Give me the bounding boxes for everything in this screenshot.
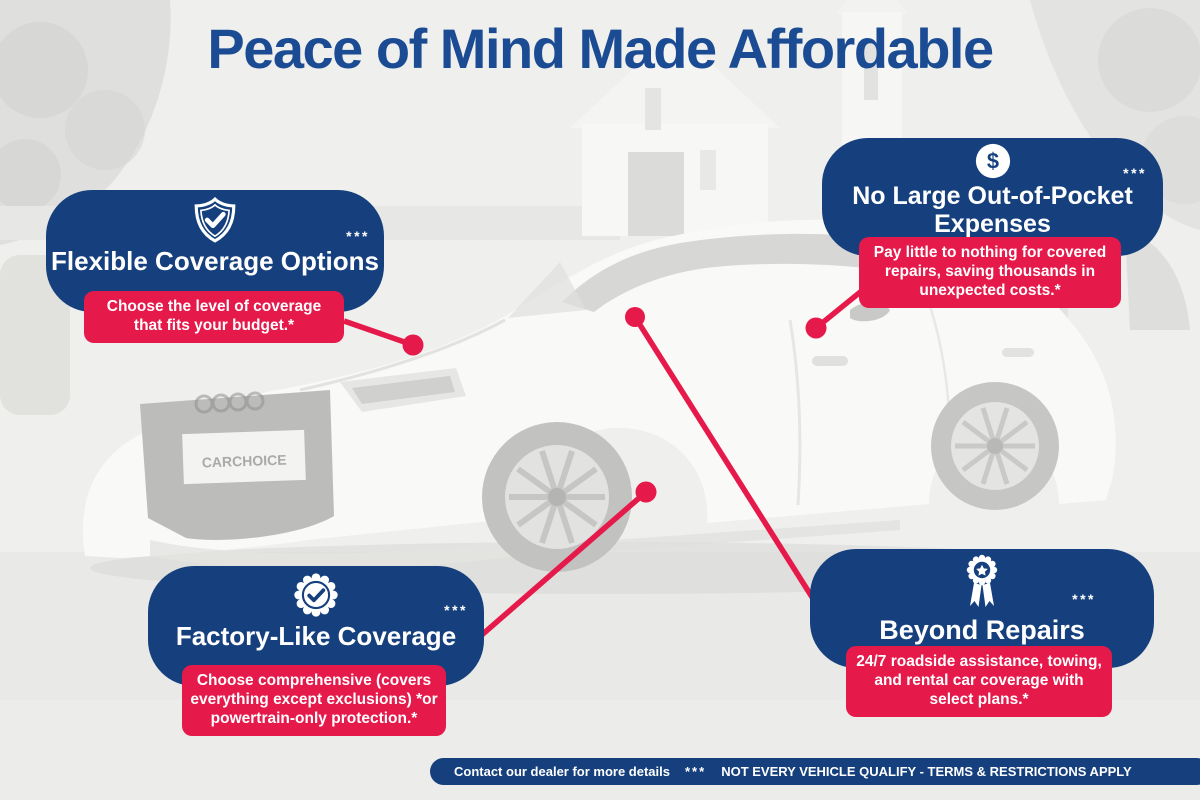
card-title: Beyond Repairs xyxy=(879,615,1085,645)
footer-disclaimer-bar: Contact our dealer for more details *** … xyxy=(430,758,1200,785)
note-flexible-coverage: Choose the level of coverage that fits y… xyxy=(84,291,344,343)
shield-check-icon xyxy=(194,196,236,243)
badge-check-icon xyxy=(294,573,338,617)
asterisks-badge: *** xyxy=(444,602,468,618)
door-handle xyxy=(812,356,848,366)
card-title: Flexible Coverage Options xyxy=(51,246,379,276)
card-title: No Large Out-of-Pocket Expenses xyxy=(852,182,1133,238)
card-title: Factory-Like Coverage xyxy=(175,621,457,651)
connector-dot-rocker xyxy=(635,481,657,503)
note-out-of-pocket: Pay little to nothing for covered repair… xyxy=(859,237,1121,308)
note-text: Choose the level of coverage that fits y… xyxy=(106,298,322,334)
note-text: 24/7 roadside assistance, towing, and re… xyxy=(856,653,1102,708)
trees-left xyxy=(0,0,171,415)
car-illustration: CARCHOICE xyxy=(82,219,1116,572)
page-title: Peace of Mind Made Affordable xyxy=(207,17,994,80)
footer-contact-text: Contact our dealer for more details xyxy=(454,764,670,779)
license-plate-text: CARCHOICE xyxy=(201,452,286,471)
brand-rings xyxy=(194,391,265,414)
asterisks-badge: *** xyxy=(1072,591,1096,607)
connector-dot-window xyxy=(625,307,645,327)
note-text: Pay little to nothing for covered repair… xyxy=(873,244,1107,299)
award-ribbon-icon xyxy=(966,554,998,607)
note-factory-like: Choose comprehensive (covers everything … xyxy=(182,665,446,736)
dollar-circle-icon: $ xyxy=(975,143,1010,179)
asterisks-badge: *** xyxy=(346,228,370,244)
note-text: Choose comprehensive (covers everything … xyxy=(190,672,438,727)
note-beyond-repairs: 24/7 roadside assistance, towing, and re… xyxy=(846,646,1112,717)
card-out-of-pocket: $ No Large Out-of-Pocket Expenses *** xyxy=(822,138,1163,256)
license-plate xyxy=(182,429,306,485)
car-windows xyxy=(562,233,893,312)
door-handle-rear xyxy=(1002,348,1034,357)
footer-asterisks: *** xyxy=(685,764,707,779)
asterisks-badge: *** xyxy=(1123,165,1147,181)
connector-dot-door xyxy=(805,317,827,339)
connector-flexible-coverage xyxy=(343,318,414,348)
footer-disclaimer-text: NOT EVERY VEHICLE QUALIFY - TERMS & REST… xyxy=(721,764,1132,779)
chapel-building xyxy=(570,0,1020,236)
connector-dot-hood xyxy=(402,334,424,356)
rear-wheel xyxy=(931,382,1059,510)
svg-text:$: $ xyxy=(986,149,998,174)
